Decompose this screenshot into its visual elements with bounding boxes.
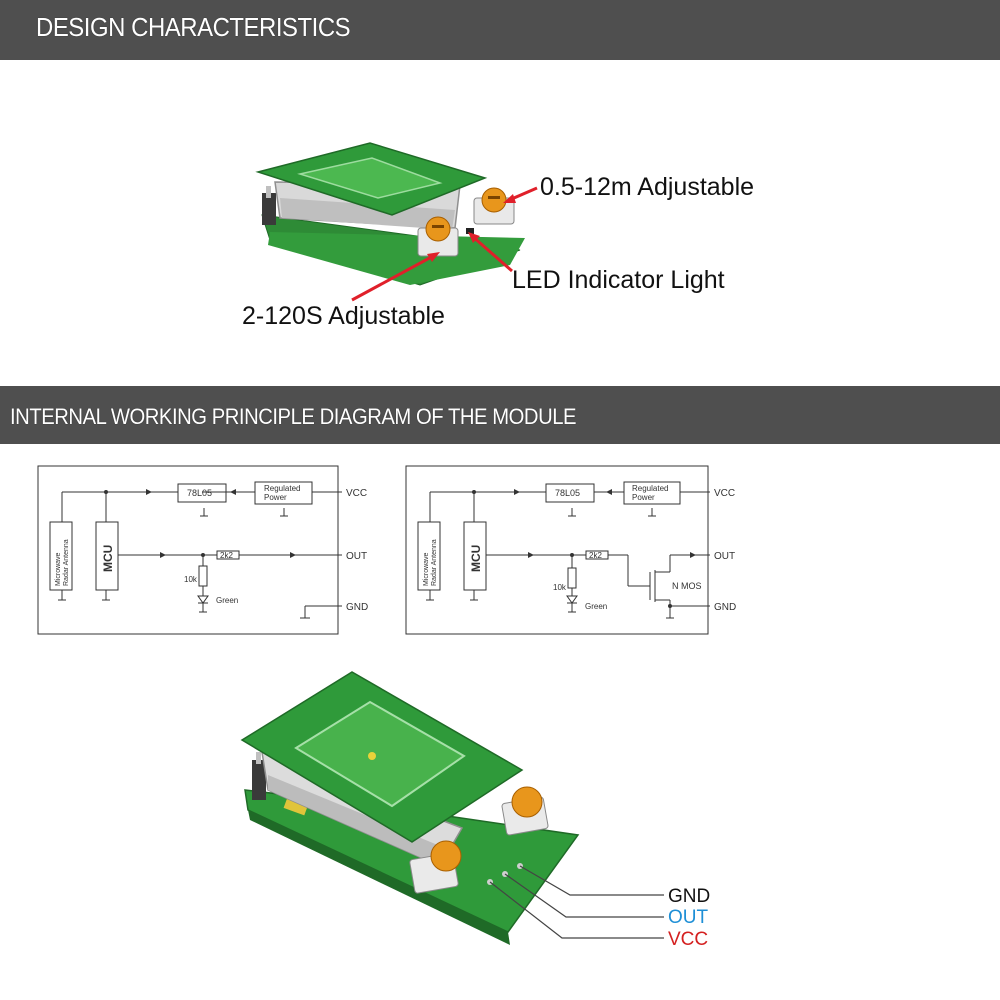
schematic-right-mcu: MCU [469,545,483,572]
schematic-right-vcc: VCC [714,488,735,499]
module-photo-top [255,142,538,302]
schematic-right-resistor: 2k2 [589,551,602,560]
schematic-left-gnd: GND [346,602,368,613]
pin-label-gnd: GND [668,886,711,907]
schematic-left-out: OUT [346,551,367,562]
callout-distance: 0.5-12m Adjustable [540,173,755,201]
section-header-design: DESIGN CHARACTERISTICS [0,0,1000,60]
section-title-principle: INTERNAL WORKING PRINCIPLE DIAGRAM OF TH… [10,404,577,429]
schematic-right-reg2-l1: Regulated [632,484,668,493]
schematic-right-out: OUT [714,551,735,562]
pin-label-vcc: VCC [668,929,709,950]
schematic-right-reg2-l2: Power [632,493,655,502]
section-header-principle: INTERNAL WORKING PRINCIPLE DIAGRAM OF TH… [0,386,1000,444]
schematic-left-reg1: 78L05 [187,488,212,498]
schematic-left-antenna-l1: Microwave [55,552,62,586]
callout-led: LED Indicator Light [512,266,725,294]
schematic-left-reg2-l1: Regulated [264,484,300,493]
schematic-right-antenna-l1: Microwave [423,552,430,586]
schematic-left-led-res: 10k [184,575,198,584]
schematic-left-resistor: 2k2 [220,551,233,560]
schematic-left-antenna-l2: Radar Antenna [63,539,70,586]
schematic-left-led: Green [216,596,238,605]
section-title-design: DESIGN CHARACTERISTICS [36,12,351,42]
schematic-right-antenna-l2: Radar Antenna [431,539,438,586]
schematic-right-led-res: 10k [553,583,567,592]
schematic-right-led: Green [585,602,607,611]
schematic-left-mcu: MCU [101,545,115,572]
schematic-right-mos: N MOS [672,581,702,591]
schematic-left-reg2-l2: Power [264,493,287,502]
pin-label-out: OUT [668,907,709,928]
schematic-right-reg1: 78L05 [555,488,580,498]
schematic-right-gnd: GND [714,602,736,613]
schematic-left-vcc: VCC [346,488,367,499]
callout-time: 2-120S Adjustable [242,302,445,330]
